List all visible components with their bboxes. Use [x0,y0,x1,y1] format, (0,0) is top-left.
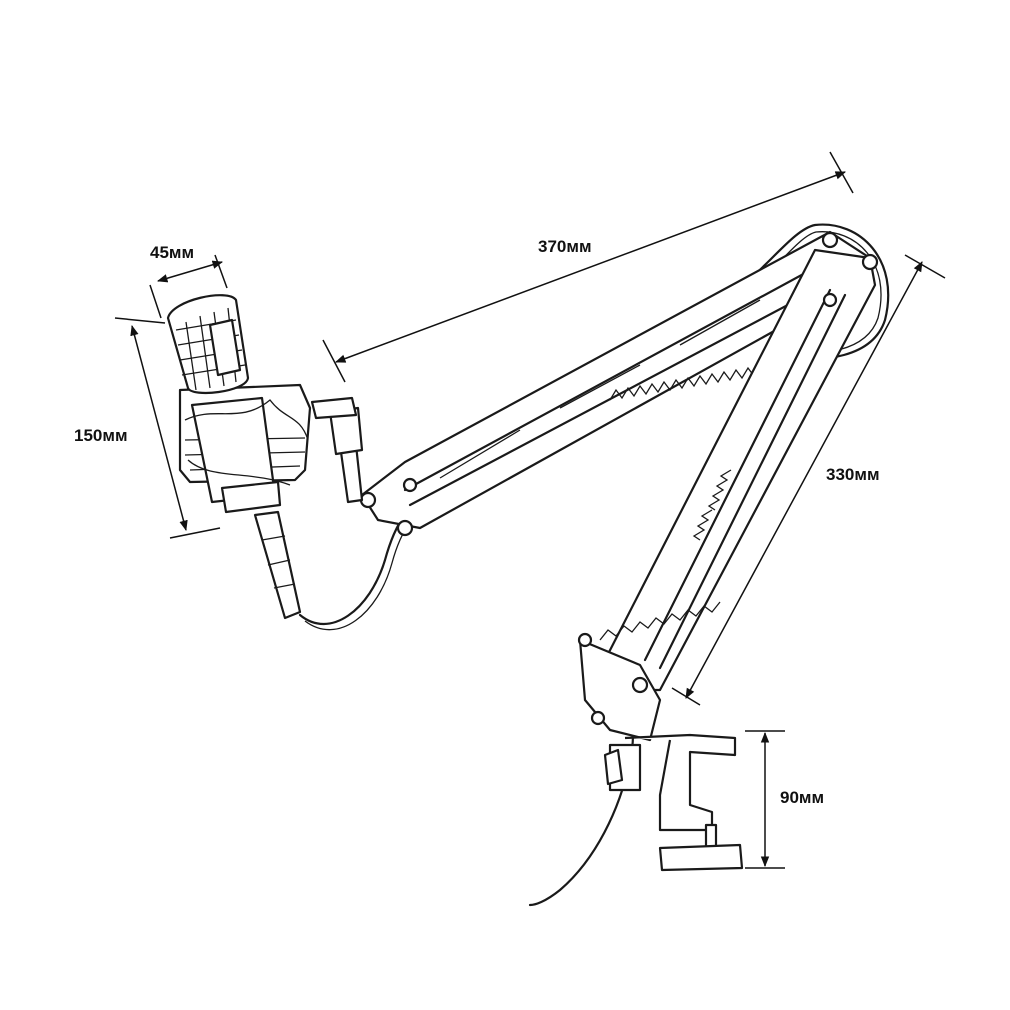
dim-label-lower-arm: 330мм [826,465,880,484]
lower-arm-spring [599,469,732,641]
xlr-connector [253,510,302,620]
dim-label-clamp-height: 90мм [780,788,824,807]
dim-label-mic-height: 150мм [74,426,128,445]
upper-arm [360,230,872,530]
pivot-screws [359,231,879,726]
dimension-lines [114,151,946,869]
dim-label-upper-arm: 370мм [538,237,592,256]
mount-adapter [310,396,364,504]
dim-label-mic-width: 45мм [150,243,194,262]
microphone [166,294,312,620]
